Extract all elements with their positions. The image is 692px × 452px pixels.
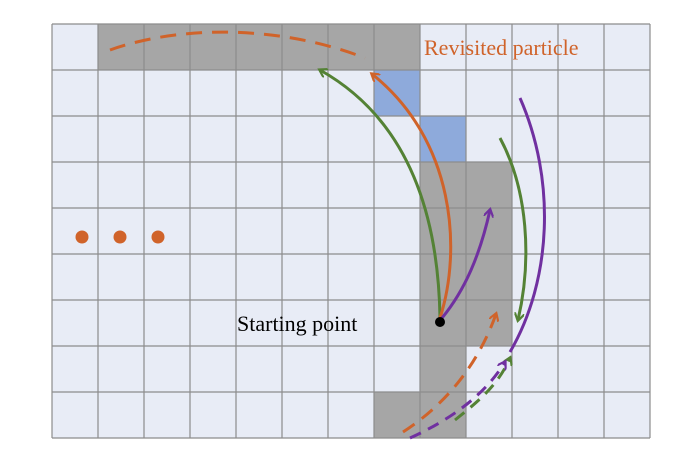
orange-dashed-bottom [402,314,496,434]
ellipsis-dot [113,230,127,244]
ellipsis-dot [75,230,89,244]
purple-arc-right [508,97,546,353]
gray-cell [328,24,374,70]
gray-cell [282,24,328,70]
gray-cell [144,24,190,70]
purple-dashed-bottom [409,362,505,440]
gray-cell [420,346,466,392]
green-arrow-long [320,70,442,319]
blue-cell [420,116,466,162]
gray-cell [466,300,512,346]
gray-cell [236,24,282,70]
gray-cell [466,254,512,300]
ellipsis-dots [75,230,165,244]
starting-point-dot [435,317,445,327]
green-arc-right [498,137,528,320]
gray-cell [374,24,420,70]
gray-cell [466,162,512,208]
orange-arrow-long [372,74,453,319]
revisited-particle-label: Revisited particle [424,35,579,60]
grid-lines [51,23,651,439]
blue-cell [374,70,420,116]
grid-background [52,24,650,438]
ellipsis-dot [151,230,165,244]
green-dashed-bottom [454,358,510,422]
gray-cell [374,392,420,438]
dashed-orange-arc-top [109,30,366,60]
starting-point-label: Starting point [237,311,357,336]
highlighted-cells [98,24,512,438]
purple-arrow-short [440,210,490,319]
